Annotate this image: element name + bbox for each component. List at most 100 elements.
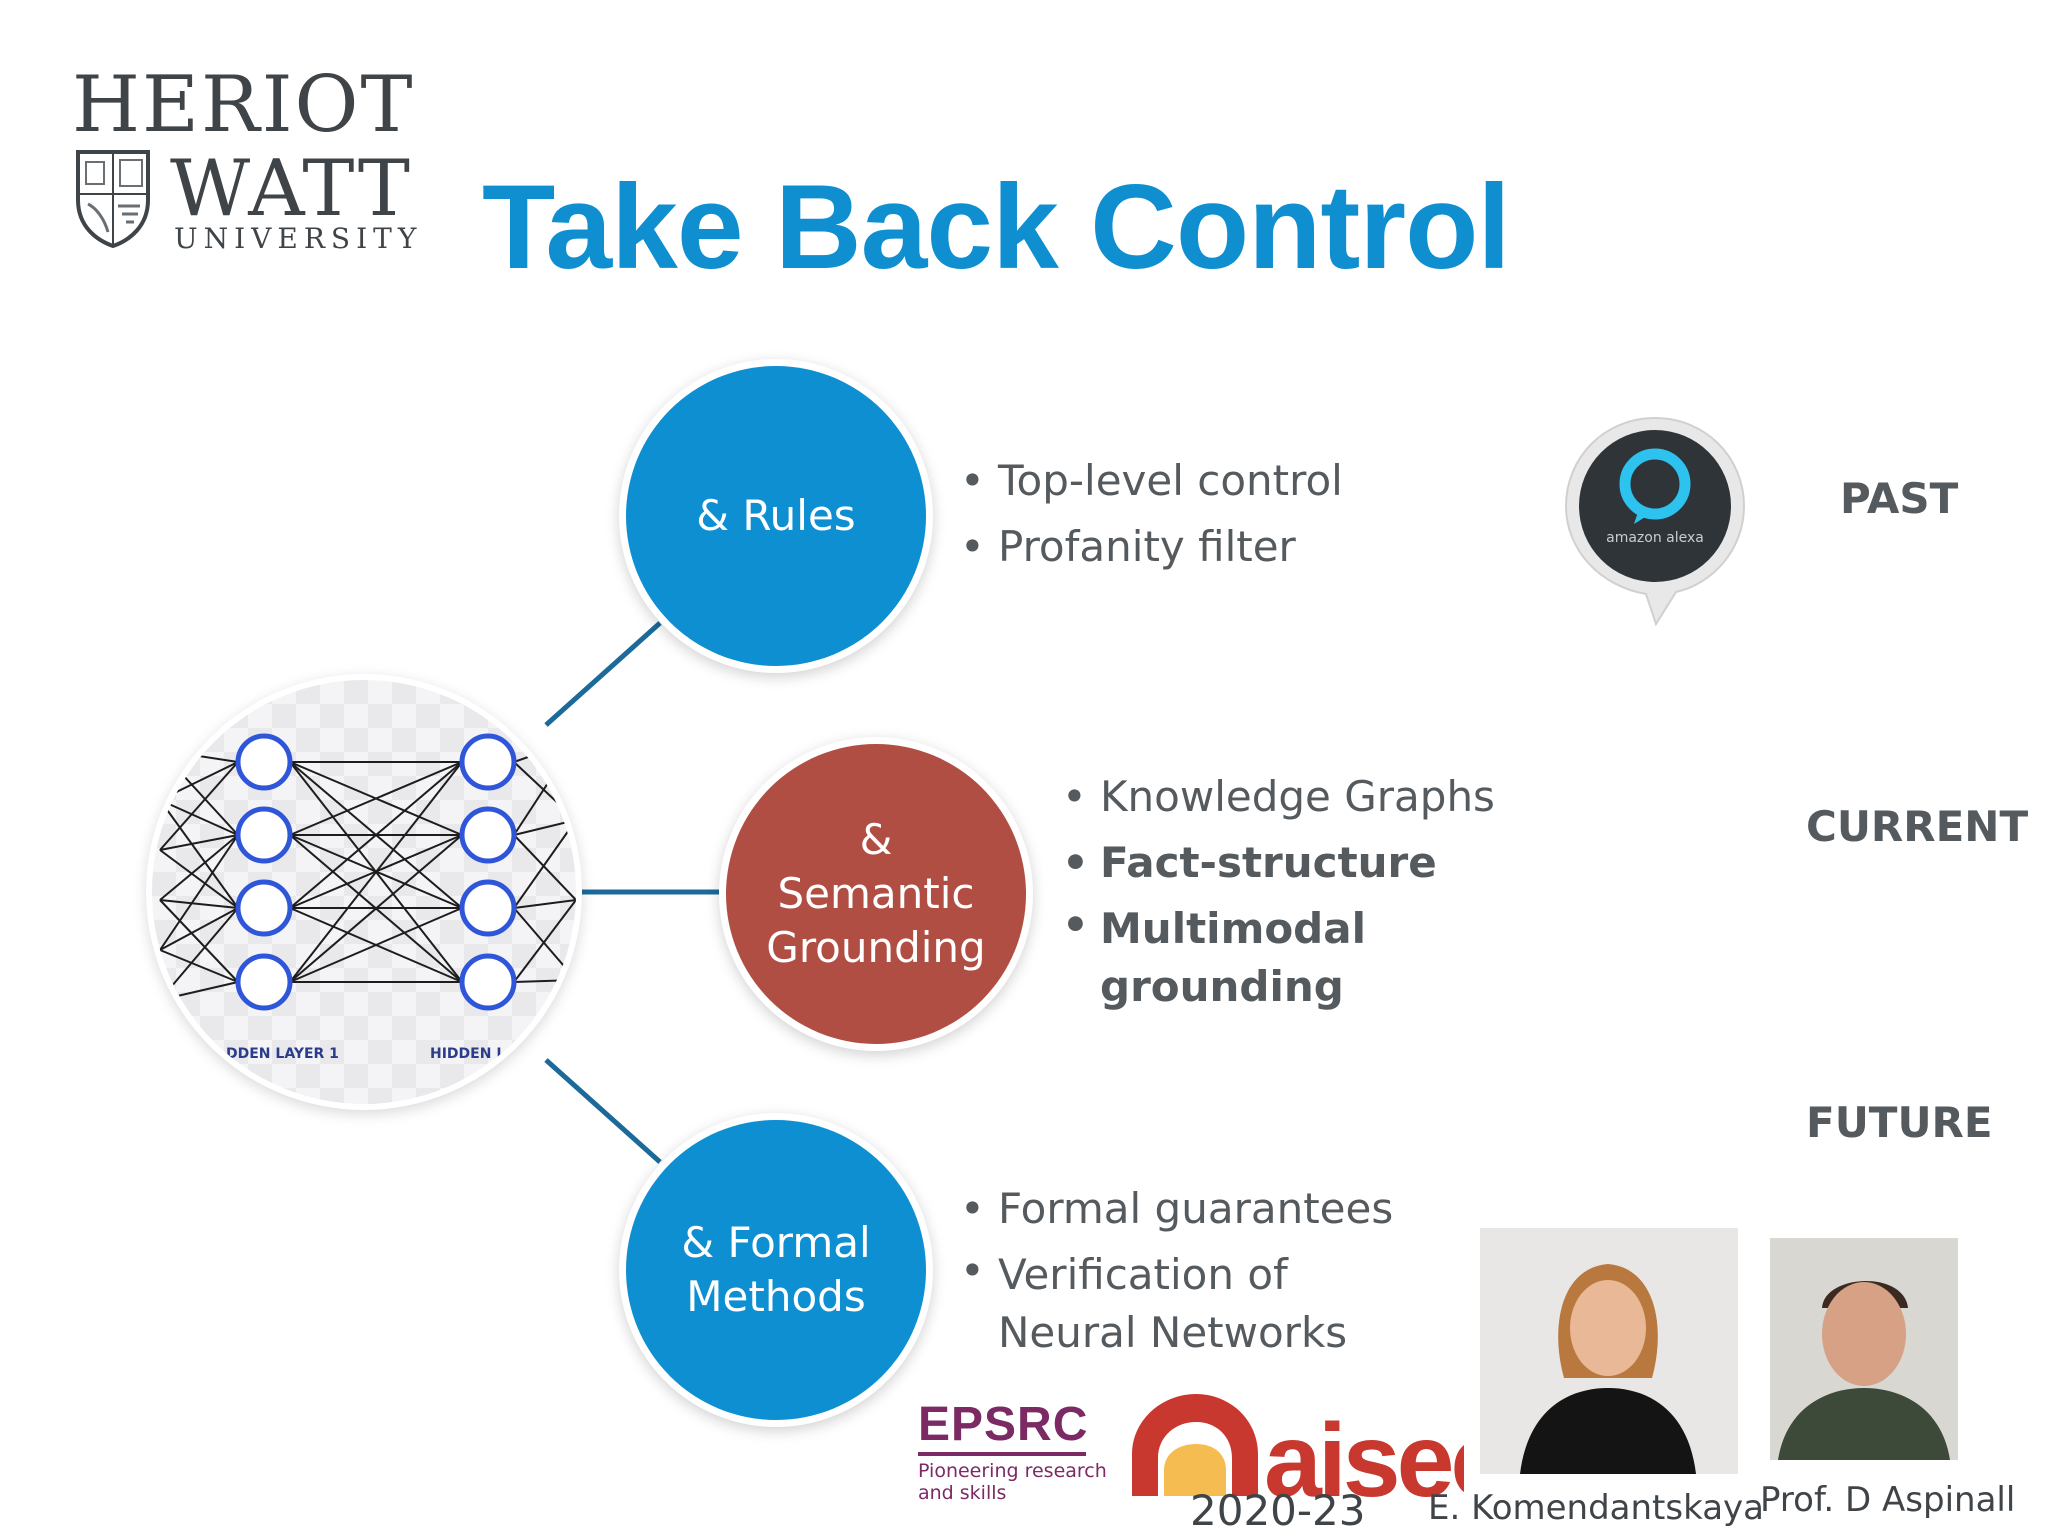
checker-tile <box>320 1088 344 1104</box>
checker-tile <box>488 1016 512 1040</box>
bullet-item: Knowledge Graphs <box>1062 764 1495 830</box>
formal-node-label-2: Methods <box>686 1272 866 1321</box>
checker-tile <box>320 704 344 728</box>
checker-tile <box>200 920 224 944</box>
rules-node: & Rules <box>626 366 926 666</box>
checker-tile <box>440 1016 464 1040</box>
checker-tile <box>248 1016 272 1040</box>
checker-tile <box>272 1040 296 1064</box>
aisec-years: 2020-23 <box>1190 1486 1366 1535</box>
network-neuron <box>235 733 293 791</box>
checker-tile <box>320 992 344 1016</box>
neural-network-graph <box>152 680 576 1104</box>
checker-tile <box>464 1040 488 1064</box>
checker-tile <box>512 992 536 1016</box>
crest-icon <box>76 150 150 248</box>
heriot-watt-logo: HERIOT WATT UNIVERSITY <box>70 60 430 256</box>
input-edge <box>159 834 239 901</box>
checker-tile <box>416 704 440 728</box>
hidden-edge <box>289 907 463 983</box>
checker-tile <box>416 848 440 872</box>
semantic-bullets: Knowledge Graphs Fact-structure Multimod… <box>1062 764 1495 1016</box>
hidden-edge <box>289 761 463 909</box>
checker-tile <box>272 704 296 728</box>
hidden-edge <box>289 834 463 983</box>
caption-komendantskaya: E. Komendantskaya <box>1428 1488 1764 1528</box>
network-neuron <box>235 806 293 864</box>
person-silhouette-icon <box>1770 1238 1958 1460</box>
epsrc-name: EPSRC <box>918 1398 1089 1451</box>
checker-tile <box>200 776 224 800</box>
epsrc-rule <box>918 1452 1086 1456</box>
checker-tile <box>536 920 560 944</box>
checker-tile <box>296 1064 320 1088</box>
checker-tile <box>344 1016 368 1040</box>
photo-aspinall <box>1770 1238 1958 1460</box>
logo-word-university: UNIVERSITY <box>174 222 423 255</box>
input-edge <box>159 799 239 836</box>
formal-methods-node: & Formal Methods <box>626 1120 926 1420</box>
checker-tile <box>392 1016 416 1040</box>
checker-tile <box>440 920 464 944</box>
epsrc-tagline-1: Pioneering research <box>918 1460 1107 1482</box>
neural-network-image: DDEN LAYER 1 HIDDEN L <box>152 680 576 1104</box>
checker-tile <box>440 776 464 800</box>
connector-formal <box>544 1058 662 1164</box>
checker-tile <box>152 872 176 896</box>
checker-tile <box>512 848 536 872</box>
semantic-node-label-3: Grounding <box>766 923 986 972</box>
hidden-layer-1-label: DDEN LAYER 1 <box>226 1046 339 1062</box>
input-edge <box>159 834 239 851</box>
checker-tile <box>368 992 392 1016</box>
checker-tile <box>296 728 320 752</box>
input-edge <box>159 907 239 951</box>
hidden-edge <box>289 761 463 983</box>
phase-past: PAST <box>1840 474 1959 523</box>
checker-tile <box>344 728 368 752</box>
checker-tile <box>320 848 344 872</box>
bullet-item: Multimodal grounding <box>1062 896 1366 1016</box>
phase-future: FUTURE <box>1806 1098 1993 1147</box>
formal-node-label-1: & Formal <box>681 1218 871 1267</box>
checker-tile <box>368 752 392 776</box>
photo-komendantskaya <box>1480 1228 1738 1474</box>
semantic-node-label-2: Semantic <box>777 869 975 918</box>
caption-aspinall: Prof. D Aspinall <box>1760 1480 2016 1520</box>
network-neuron <box>235 953 293 1011</box>
checker-tile <box>368 944 392 968</box>
checker-tile <box>512 944 536 968</box>
person-silhouette-icon <box>1480 1228 1738 1474</box>
checker-tile <box>320 1040 344 1064</box>
alexa-icon-text: amazon alexa <box>1606 530 1704 546</box>
network-neuron <box>459 953 517 1011</box>
connector-rules <box>544 621 662 727</box>
aisec-name: aisec <box>1264 1403 1464 1504</box>
hidden-edge <box>289 761 463 836</box>
bullet-item: Verification of Neural Networks <box>960 1242 1378 1362</box>
epsrc-tagline-2: and skills <box>918 1482 1007 1504</box>
semantic-node-label-1: & <box>859 815 893 864</box>
checker-tile <box>392 776 416 800</box>
checker-tile <box>416 1040 440 1064</box>
checker-tile <box>344 680 368 704</box>
checker-tile <box>344 1064 368 1088</box>
rules-node-label: & Rules <box>696 491 856 540</box>
bullet-item: Fact-structure <box>1062 830 1495 896</box>
output-edge <box>513 819 576 909</box>
formal-bullets: Formal guarantees Verification of Neural… <box>960 1176 1393 1362</box>
bullet-item: Formal guarantees <box>960 1176 1393 1242</box>
checker-tile <box>392 728 416 752</box>
logo-word-watt: WATT <box>170 144 412 234</box>
checker-tile <box>296 1016 320 1040</box>
checker-tile <box>296 968 320 992</box>
input-edge <box>159 834 239 951</box>
input-edge <box>159 899 239 909</box>
network-neuron <box>459 879 517 937</box>
bullet-item: Profanity filter <box>960 514 1343 580</box>
aisec-mark: aisec <box>1132 1394 1464 1504</box>
checker-tile <box>176 848 200 872</box>
output-edge <box>513 899 576 983</box>
output-edge <box>513 834 576 901</box>
checker-tile <box>416 992 440 1016</box>
